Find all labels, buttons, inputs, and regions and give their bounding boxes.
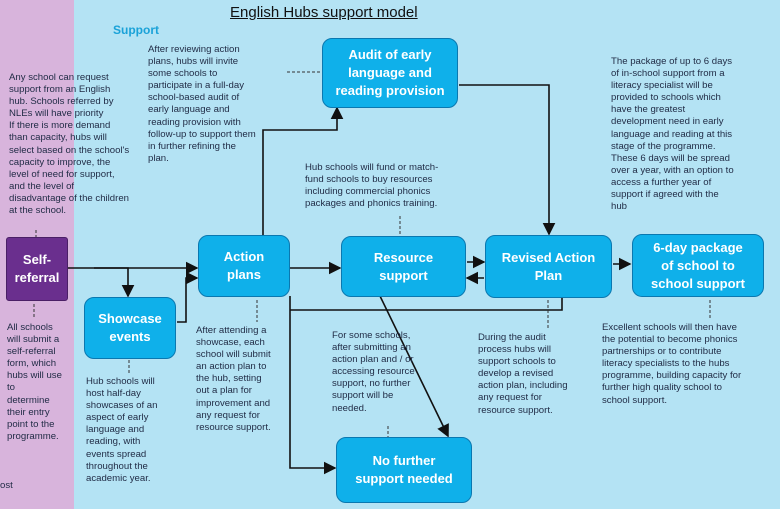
note-cut-text: ost: [0, 480, 13, 491]
action-plans-box: Action plans: [198, 235, 290, 297]
arrow-audit-to-revised: [459, 84, 556, 236]
no-further-support-box: No further support needed: [336, 437, 472, 503]
arrow-action-to-no-further: [289, 296, 337, 475]
note-excellent-schools: Excellent schools will then have the pot…: [602, 322, 742, 406]
six-day-package-box: 6-day package of school to school suppor…: [632, 234, 764, 297]
note-any-school: Any school can request support from an E…: [9, 72, 130, 217]
audit-box: Audit of early language and reading prov…: [322, 38, 458, 108]
arrow-to-no-further-diag: [379, 295, 449, 438]
note-during-audit: During the audit process hubs will suppo…: [478, 332, 568, 416]
arrow-showcase-to-action: [177, 271, 199, 323]
note-hub-schools-fund: Hub schools will fund or match- fund sch…: [305, 162, 439, 210]
note-hub-schools-host: Hub schools will host half-day showcases…: [86, 376, 158, 484]
self-referral-box: Self- referral: [6, 237, 68, 301]
arrow-to-showcase: [94, 267, 135, 298]
arrow-action-to-audit: [262, 106, 344, 240]
diagram-title: English Hubs support model: [230, 4, 418, 21]
showcase-events-box: Showcase events: [84, 297, 176, 359]
line-to-revised-bottom: [290, 298, 563, 311]
revised-action-plan-box: Revised Action Plan: [485, 235, 612, 298]
note-after-attending: After attending a showcase, each school …: [196, 325, 271, 433]
note-all-schools: All schools will submit a self-referral …: [7, 322, 62, 442]
note-package-up-to-6: The package of up to 6 days of in-school…: [611, 56, 734, 213]
support-label: Support: [113, 23, 159, 37]
resource-support-box: Resource support: [341, 236, 466, 297]
note-after-reviewing: After reviewing action plans, hubs will …: [148, 44, 256, 164]
note-for-some-schools: For some schools, after submitting an ac…: [332, 330, 415, 414]
